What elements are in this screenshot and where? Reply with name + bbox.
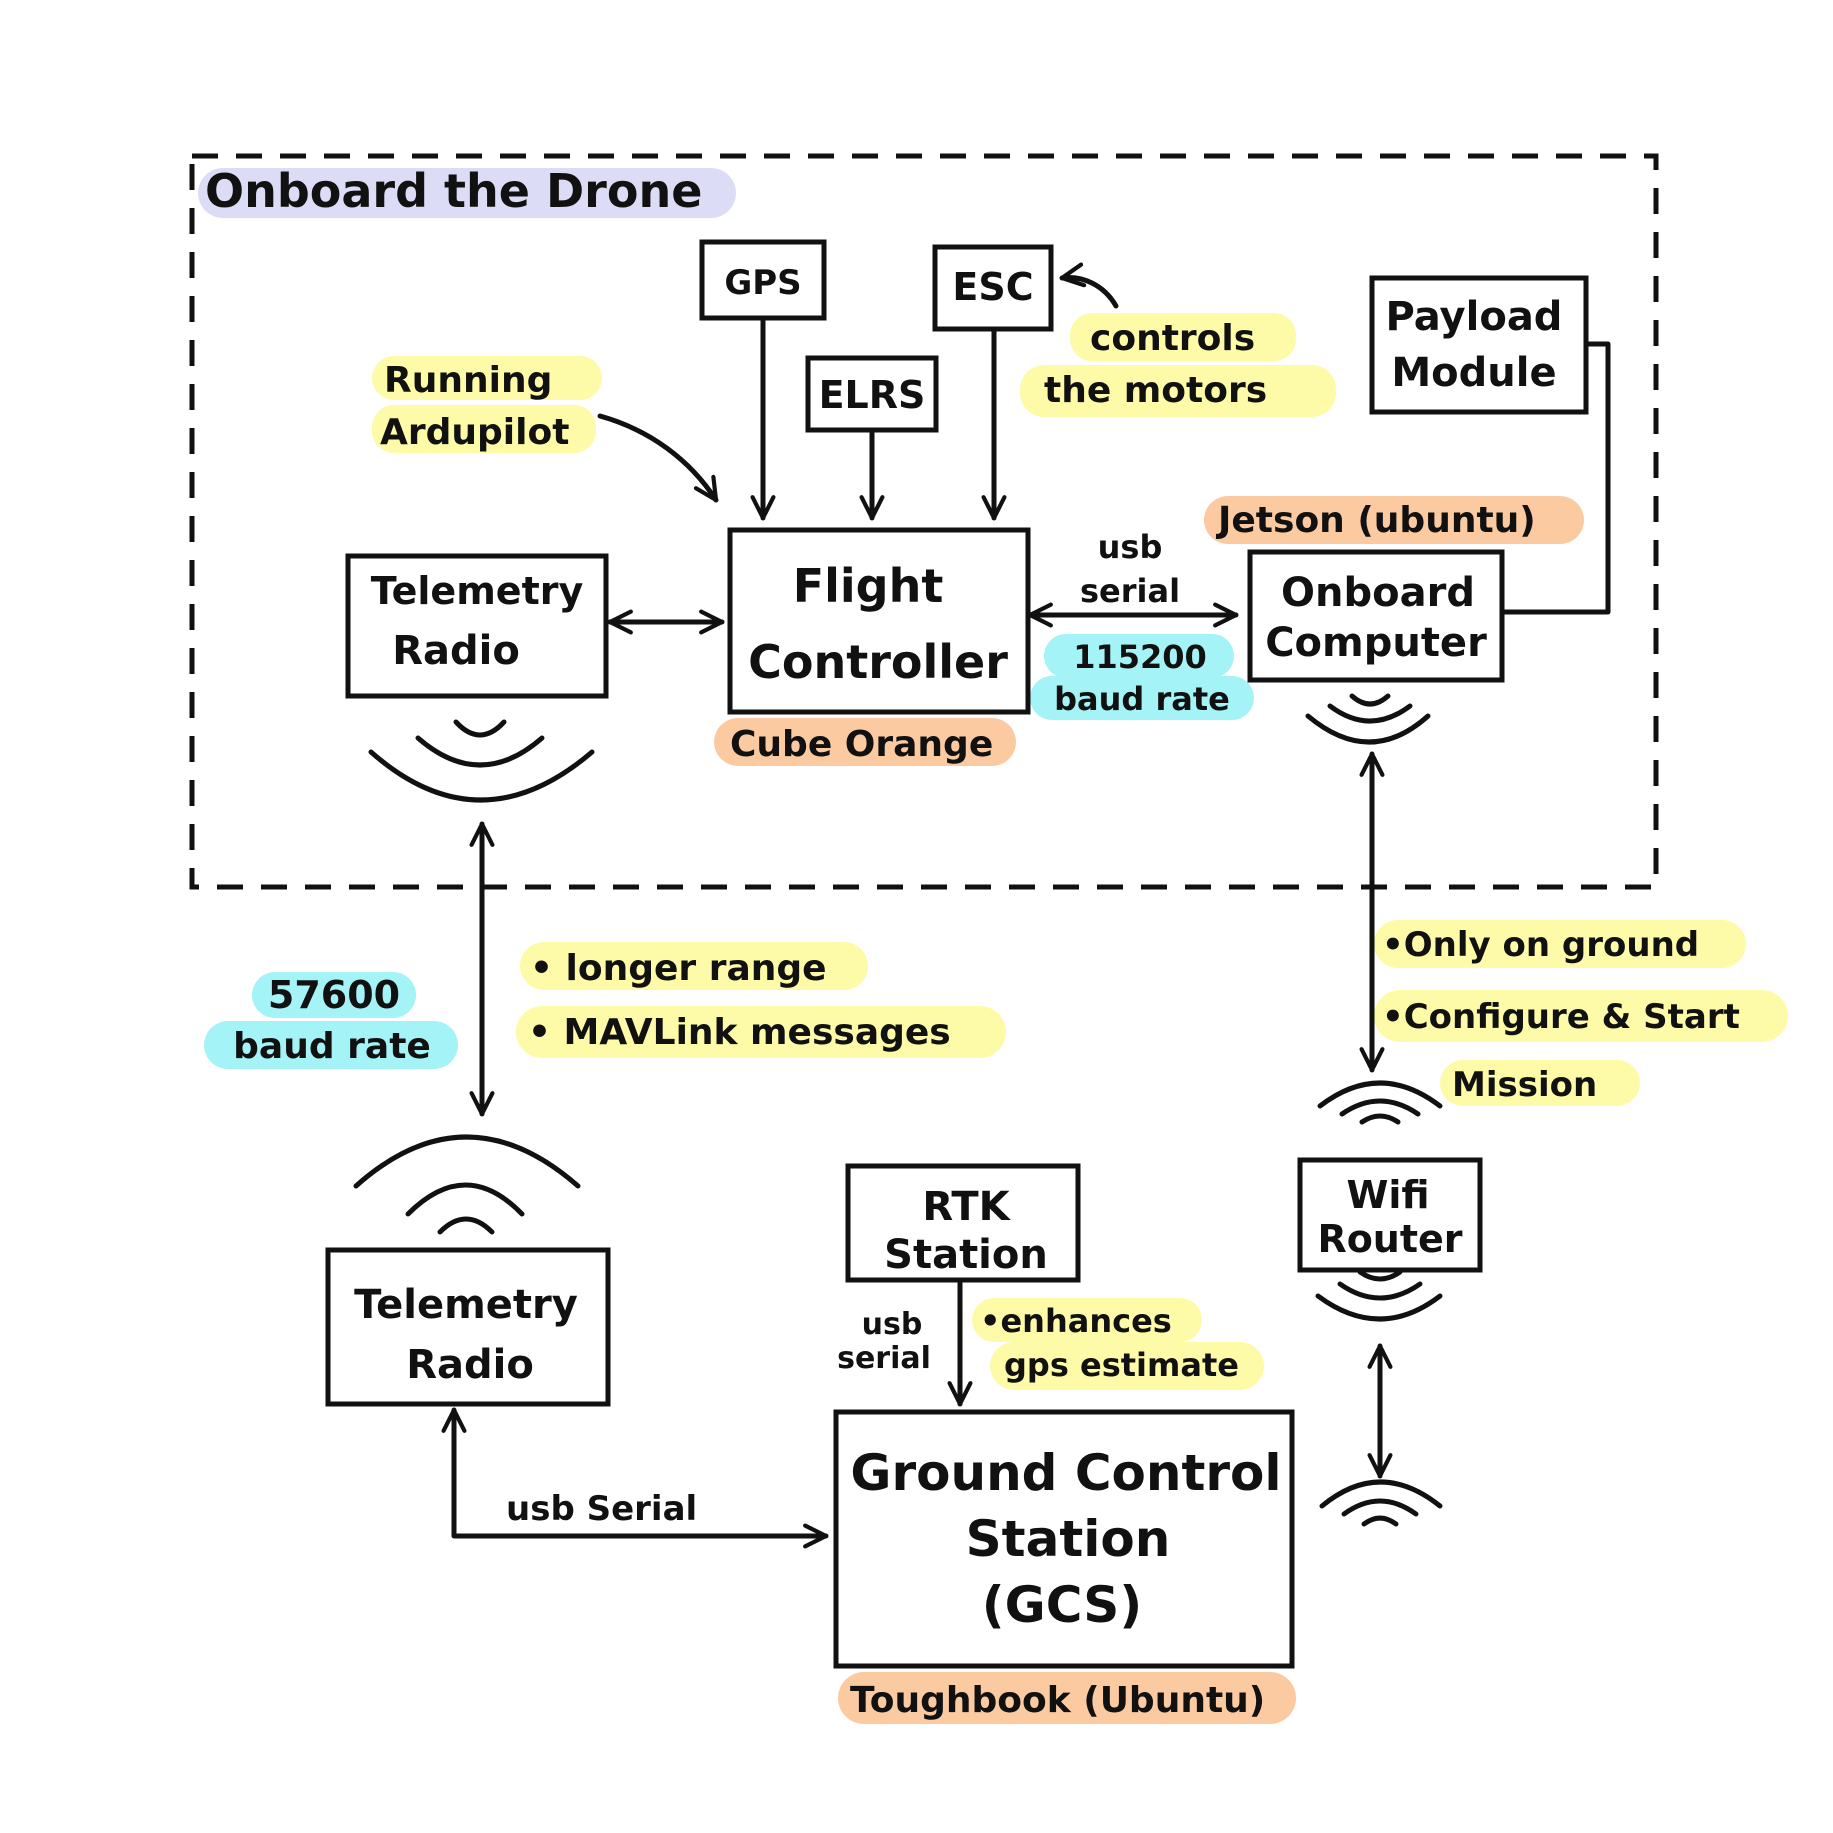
telemetry-radio-ground-label-line1: Telemetry: [354, 1282, 578, 1328]
fc-baud-line2: baud rate: [1054, 680, 1230, 718]
running-highlight-1: [372, 356, 602, 400]
telemetry-radio-ground-label-line2: Radio: [406, 1342, 534, 1388]
telemetry-note-line1: • longer range: [530, 948, 827, 989]
rtk-station-box: [845, 1163, 1081, 1283]
controls-note-line1: controls: [1090, 318, 1255, 359]
payload-computer-link: [1497, 341, 1611, 615]
fc-baud-line1: 115200: [1073, 638, 1207, 676]
fc-baud-highlight-1: [1044, 634, 1234, 678]
longer-range-highlight: [520, 942, 868, 990]
only-ground-highlight: [1374, 920, 1746, 968]
running-highlight-2: [372, 405, 596, 453]
telemetry-gcs-link: [441, 1407, 829, 1549]
drone-boundary: [189, 153, 1659, 890]
wifi-signal-icon: [1317, 1080, 1443, 1125]
gcs-label-line2: Station: [966, 1510, 1171, 1568]
drone-group-label: Onboard the Drone: [205, 164, 702, 218]
rtk-station-label-line1: RTK: [922, 1184, 1011, 1230]
fc-link-label-line2: serial: [1080, 572, 1180, 610]
toughbook-note: Toughbook (Ubuntu): [850, 1680, 1265, 1721]
jetson-note: Jetson (ubuntu): [1215, 500, 1536, 541]
wifi-note-line1: •Only on ground: [1382, 925, 1699, 965]
cube-orange-note: Cube Orange: [730, 724, 993, 765]
mavlink-highlight: [516, 1006, 1006, 1058]
flight-controller-label-line1: Flight: [793, 559, 944, 613]
wifi-signal-icon: [1319, 1479, 1443, 1527]
wifi-note-line3: Mission: [1452, 1065, 1597, 1105]
running-note-line1: Running: [384, 360, 552, 401]
toughbook-highlight: [838, 1672, 1296, 1724]
onboard-computer-label-line1: Onboard: [1281, 570, 1475, 616]
onboard-computer-label-line2: Computer: [1265, 620, 1487, 666]
running-note-line2: Ardupilot: [380, 412, 569, 453]
enhances-highlight: [972, 1298, 1202, 1342]
telemetry-baud-line1: 57600: [268, 973, 400, 1017]
gcs-label-line3: (GCS): [982, 1576, 1142, 1634]
gps-label: GPS: [724, 263, 801, 303]
onboard-computer-box: [1247, 549, 1505, 683]
telemetry-baud-highlight-2: [204, 1021, 458, 1069]
flight-controller-label-line2: Controller: [748, 635, 1008, 689]
payload-module-label-line1: Payload: [1386, 294, 1563, 340]
gcs-link-label: usb Serial: [506, 1489, 697, 1529]
rtk-note-line1: •enhances: [980, 1302, 1172, 1340]
gps-box: [699, 239, 827, 321]
elrs-label: ELRS: [819, 373, 926, 417]
rtk-note-line2: gps estimate: [1004, 1346, 1239, 1384]
telemetry-radio-air-label-line2: Radio: [392, 628, 520, 674]
telemetry-note-line2: • MAVLink messages: [528, 1012, 951, 1053]
telemetry-baud-highlight-1: [252, 972, 416, 1018]
esc-label: ESC: [952, 265, 1033, 309]
flight-controller-box: [727, 527, 1031, 715]
jetson-highlight: [1204, 496, 1584, 544]
payload-module-label-line2: Module: [1391, 350, 1556, 396]
rtk-link-label-line1: usb: [862, 1307, 923, 1342]
configure-highlight: [1374, 990, 1788, 1042]
controls-highlight-2: [1020, 365, 1336, 417]
fc-baud-highlight-2: [1030, 676, 1254, 720]
wifi-note-line2: •Configure & Start: [1382, 997, 1740, 1037]
telemetry-radio-air-box: [345, 553, 609, 699]
mission-highlight: [1440, 1060, 1640, 1106]
controls-highlight-1: [1070, 313, 1296, 361]
wifi-router-label-line1: Wifi: [1346, 1173, 1429, 1217]
fc-link-label-line1: usb: [1098, 528, 1163, 566]
telemetry-radio-air-label-line1: Telemetry: [371, 569, 584, 613]
wifi-signal-icon: [368, 719, 595, 803]
motors-pointer-arrow: [1059, 262, 1119, 309]
controls-note-line2: the motors: [1044, 370, 1267, 411]
telemetry-radio-ground-box: [325, 1247, 611, 1407]
elrs-box: [805, 355, 939, 433]
gcs-box: [833, 1409, 1295, 1669]
ardupilot-pointer-arrow: [597, 413, 719, 503]
rtk-station-label-line2: Station: [884, 1232, 1048, 1278]
wifi-signal-icon: [1305, 693, 1431, 745]
wifi-signal-icon: [1315, 1269, 1443, 1322]
wifi-router-label-line2: Router: [1317, 1217, 1462, 1261]
wifi-router-box: [1297, 1157, 1483, 1273]
drone-group-highlight: [198, 168, 736, 218]
payload-module-box: [1369, 275, 1589, 415]
gps-estimate-highlight: [990, 1342, 1264, 1390]
esc-box: [932, 244, 1054, 332]
rtk-link-label-line2: serial: [837, 1341, 931, 1376]
gcs-label-line1: Ground Control: [850, 1444, 1281, 1502]
cube-orange-highlight: [714, 718, 1016, 766]
telemetry-baud-line2: baud rate: [233, 1026, 431, 1067]
wifi-signal-icon: [353, 1134, 581, 1235]
